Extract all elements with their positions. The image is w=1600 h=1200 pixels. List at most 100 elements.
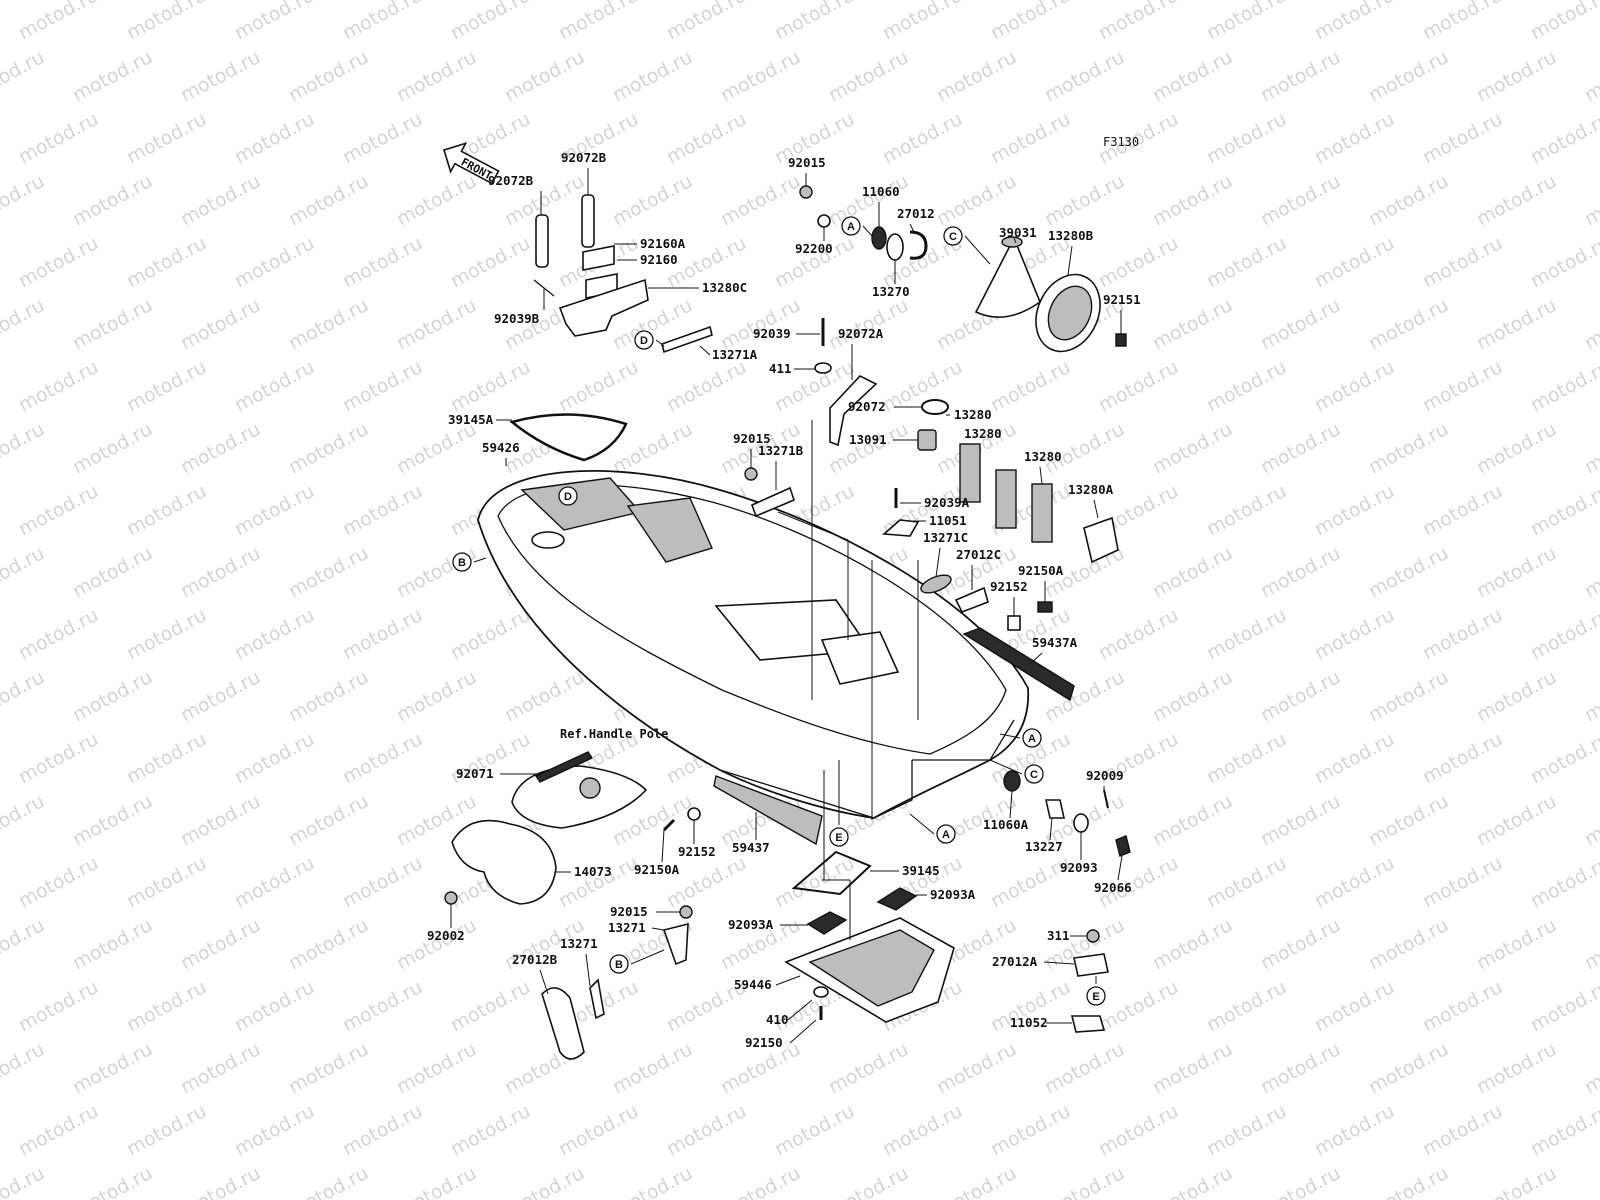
watermark-text: motod.ru bbox=[231, 976, 318, 1036]
part-13271c-plate bbox=[920, 574, 952, 594]
ref-circle-ring bbox=[609, 954, 629, 974]
callout-92015-bottom: 92015 bbox=[610, 904, 648, 919]
part-92072a-bracket bbox=[829, 375, 878, 447]
watermark-text: motod.ru bbox=[177, 666, 264, 726]
callout-92072A: 92072A bbox=[838, 326, 884, 341]
watermark-text: motod.ru bbox=[447, 356, 534, 416]
callout-92071: 92071 bbox=[456, 766, 494, 781]
part-13280a-holder bbox=[1083, 516, 1119, 564]
callout-92160A: 92160A bbox=[640, 236, 686, 251]
part-92093a-pad-left bbox=[806, 911, 848, 935]
part-11051-bracket bbox=[882, 519, 920, 537]
part-92071-grip bbox=[534, 751, 594, 783]
part-92066-plug bbox=[1115, 835, 1131, 857]
watermark-text: motod.ru bbox=[0, 542, 48, 602]
watermark-text: motod.ru bbox=[123, 480, 210, 540]
watermark-text: motod.ru bbox=[339, 356, 426, 416]
watermark-text: motod.ru bbox=[1149, 418, 1236, 478]
part-39031-vent-top bbox=[1001, 236, 1023, 248]
callout-27012B: 27012B bbox=[512, 952, 558, 967]
watermark-text: motod.ru bbox=[879, 1100, 966, 1160]
watermark-text: motod.ru bbox=[609, 1038, 696, 1098]
watermark-text: motod.ru bbox=[987, 0, 1074, 44]
callout-59446: 59446 bbox=[734, 977, 772, 992]
watermark-text: motod.ru bbox=[1419, 0, 1506, 44]
ref-circle-letter: D bbox=[564, 491, 572, 503]
ref-circle-letter: A bbox=[847, 221, 855, 233]
watermark-text: motod.ru bbox=[1311, 1100, 1398, 1160]
part-handle-pole-knob bbox=[579, 777, 601, 799]
ref-circle-D-top: D bbox=[634, 330, 654, 350]
watermark-text: motod.ru bbox=[1419, 976, 1506, 1036]
watermark-text: motod.ru bbox=[1095, 232, 1182, 292]
watermark-text: motod.ru bbox=[1419, 108, 1506, 168]
watermark-text: motod.ru bbox=[123, 976, 210, 1036]
callout-13271A: 13271A bbox=[712, 347, 758, 362]
callout-92072: 92072 bbox=[848, 399, 886, 414]
callout-13280-3: 13280 bbox=[1024, 449, 1062, 464]
ref-circle-B-bottom: B bbox=[609, 954, 629, 974]
watermark-text: motod.ru bbox=[1149, 542, 1236, 602]
watermark-text: motod.ru bbox=[447, 1100, 534, 1160]
part-11060a-gasket bbox=[1003, 770, 1021, 792]
part-92015-nut-mid bbox=[744, 467, 758, 481]
watermark-text: motod.ru bbox=[1527, 728, 1600, 788]
ref-circle-letter: B bbox=[615, 959, 623, 971]
watermark-text: motod.ru bbox=[231, 232, 318, 292]
watermark-text: motod.ru bbox=[15, 1100, 102, 1160]
callout-411: 411 bbox=[769, 361, 792, 376]
watermark-text: motod.ru bbox=[1149, 914, 1236, 974]
watermark-text: motod.ru bbox=[15, 356, 102, 416]
watermark-text: motod.ru bbox=[339, 1100, 426, 1160]
watermark-text: motod.ru bbox=[393, 294, 480, 354]
callout-92009: 92009 bbox=[1086, 768, 1124, 783]
callout-92160: 92160 bbox=[640, 252, 678, 267]
watermark-text: motod.ru bbox=[15, 0, 102, 44]
watermark-text: motod.ru bbox=[15, 480, 102, 540]
watermark-text: motod.ru bbox=[1311, 976, 1398, 1036]
watermark-text: motod.ru bbox=[1419, 232, 1506, 292]
watermark-text: motod.ru bbox=[1473, 914, 1560, 974]
part-92151-screw bbox=[1115, 333, 1127, 347]
watermark-text: motod.ru bbox=[177, 294, 264, 354]
part-92152-spacer-right bbox=[1007, 615, 1021, 631]
callout-92039B: 92039B bbox=[494, 311, 540, 326]
leader-11060A bbox=[1009, 790, 1013, 819]
watermark-text: motod.ru bbox=[1095, 356, 1182, 416]
watermark-text: motod.ru bbox=[1581, 542, 1600, 602]
watermark-text: motod.ru bbox=[447, 604, 534, 664]
watermark-text: motod.ru bbox=[1041, 1162, 1128, 1200]
watermark-text: motod.ru bbox=[393, 170, 480, 230]
part-92009-screw bbox=[1103, 789, 1109, 809]
watermark-text: motod.ru bbox=[1257, 1038, 1344, 1098]
ref-circle-A-right: A bbox=[1022, 728, 1042, 748]
ref-circle-ring bbox=[634, 330, 654, 350]
leader-lines bbox=[450, 168, 1123, 1044]
watermark-text: motod.ru bbox=[393, 666, 480, 726]
watermark-text: motod.ru bbox=[285, 542, 372, 602]
ref-leader-C-top bbox=[964, 235, 991, 265]
part-11060-gasket bbox=[871, 226, 887, 250]
watermark-text: motod.ru bbox=[987, 356, 1074, 416]
watermark-text: motod.ru bbox=[1581, 294, 1600, 354]
watermark-text: motod.ru bbox=[1527, 480, 1600, 540]
watermark-text: motod.ru bbox=[1149, 170, 1236, 230]
watermark-text: motod.ru bbox=[1257, 542, 1344, 602]
watermark-text: motod.ru bbox=[69, 1038, 156, 1098]
watermark-text: motod.ru bbox=[285, 418, 372, 478]
watermark-text: motod.ru bbox=[231, 604, 318, 664]
ref-circle-ring bbox=[558, 486, 578, 506]
watermark-text: motod.ru bbox=[771, 852, 858, 912]
ref-circle-C-right: C bbox=[1024, 764, 1044, 784]
watermark-text: motod.ru bbox=[177, 46, 264, 106]
watermark-text: motod.ru bbox=[1419, 1100, 1506, 1160]
watermark-text: motod.ru bbox=[663, 108, 750, 168]
watermark-text: motod.ru bbox=[0, 46, 48, 106]
watermark-text: motod.ru bbox=[393, 46, 480, 106]
watermark-text: motod.ru bbox=[1257, 914, 1344, 974]
ref-circle-letter: E bbox=[835, 832, 842, 844]
part-27012-hook bbox=[909, 230, 928, 260]
leader-13271C bbox=[935, 547, 941, 578]
